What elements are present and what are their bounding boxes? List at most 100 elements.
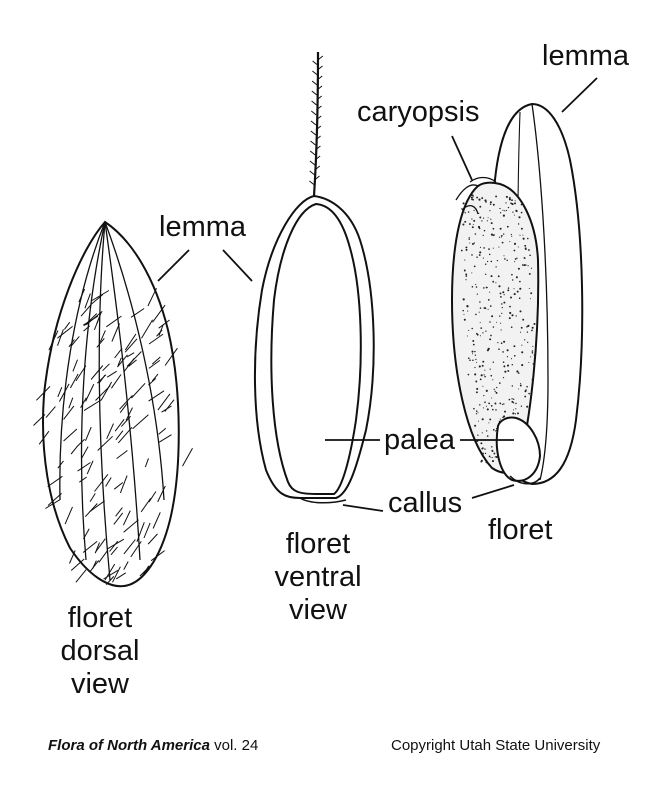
hair-stroke xyxy=(70,336,80,347)
stipple-dot xyxy=(479,307,482,309)
hair-stroke xyxy=(95,538,106,553)
stipple-dot xyxy=(519,331,522,333)
stipple-dot xyxy=(530,298,531,300)
awn-barb xyxy=(311,80,318,86)
hair-stroke xyxy=(79,476,87,483)
stipple-dot xyxy=(520,203,523,206)
stipple-dot xyxy=(501,303,503,305)
awn-barb xyxy=(309,170,316,176)
stipple-dot xyxy=(462,202,465,205)
hair-stroke xyxy=(128,359,137,367)
stipple-dot xyxy=(463,313,465,315)
stipple-dot xyxy=(528,287,530,289)
stipple-dot xyxy=(477,434,479,436)
stipple-dot xyxy=(484,448,486,450)
stipple-dot xyxy=(516,370,519,373)
hair-stroke xyxy=(123,358,135,372)
stipple-dot xyxy=(471,226,474,229)
hair-stroke xyxy=(111,323,120,342)
stipple-dot xyxy=(491,446,493,448)
hair-stroke xyxy=(114,419,125,432)
hair-stroke xyxy=(96,374,107,384)
awn-barb xyxy=(315,125,322,131)
stipple-dot xyxy=(521,264,524,266)
stipple-dot xyxy=(522,318,525,321)
stipple-dot xyxy=(469,242,471,244)
stipple-dot xyxy=(477,446,480,449)
stipple-dot xyxy=(462,210,465,213)
stipple-dot xyxy=(488,253,491,256)
hair-stroke xyxy=(47,475,63,488)
hair-stroke xyxy=(123,539,136,555)
hair-stroke xyxy=(141,319,154,339)
stipple-dot xyxy=(506,356,509,358)
stipple-dot xyxy=(499,315,501,317)
stipple-dot xyxy=(506,225,509,228)
stipple-dot xyxy=(478,227,481,230)
stipple-dot xyxy=(515,315,517,317)
stipple-dot xyxy=(483,229,486,232)
stipple-dot xyxy=(505,209,508,212)
stipple-dot xyxy=(495,409,497,411)
hair-stroke xyxy=(132,414,149,430)
stipple-dot xyxy=(491,397,493,399)
hair-stroke xyxy=(85,383,95,402)
stipple-dot xyxy=(474,350,476,353)
stipple-dot xyxy=(513,242,517,245)
awn-barb xyxy=(310,120,317,126)
stipple-dot xyxy=(468,238,470,240)
hair-stroke xyxy=(164,347,178,366)
stipple-dot xyxy=(489,368,491,370)
stipple-dot xyxy=(488,402,490,405)
hair-stroke xyxy=(106,315,122,328)
hair-stroke xyxy=(115,507,123,517)
stipple-dot xyxy=(520,326,523,329)
stipple-dot xyxy=(493,388,495,390)
hair-stroke xyxy=(106,423,114,440)
stipple-dot xyxy=(528,392,530,395)
hair-stroke xyxy=(70,558,85,571)
hair-stroke xyxy=(57,326,73,339)
stipple-dot xyxy=(484,452,487,455)
stipple-dot xyxy=(489,203,492,205)
stipple-dot xyxy=(519,234,521,236)
stipple-dot xyxy=(517,223,520,225)
stipple-dot xyxy=(474,354,477,356)
stipple-dot xyxy=(499,402,502,405)
stipple-dot xyxy=(514,202,516,205)
stipple-dot xyxy=(513,249,516,252)
stipple-dot xyxy=(531,379,533,381)
stipple-dot xyxy=(522,234,524,236)
stipple-dot xyxy=(520,211,523,214)
hair-stroke xyxy=(115,430,124,441)
stipple-dot xyxy=(499,382,501,384)
hair-stroke xyxy=(76,438,85,447)
hair-stroke xyxy=(109,540,119,552)
copyright-notice: Copyright Utah State University xyxy=(391,737,601,754)
stipple-dot xyxy=(482,452,484,455)
stipple-dot xyxy=(505,195,508,198)
awn-barb xyxy=(317,55,324,61)
stipple-dot xyxy=(498,348,500,351)
stipple-dot xyxy=(520,382,522,384)
stipple-dot xyxy=(471,254,473,256)
stipple-dot xyxy=(463,318,466,321)
stipple-dot xyxy=(475,284,477,286)
stipple-dot xyxy=(511,235,513,237)
stipple-dot xyxy=(502,376,505,379)
label-palea: palea xyxy=(384,424,455,456)
stipple-dot xyxy=(509,311,512,315)
stipple-dot xyxy=(492,203,495,206)
stipple-dot xyxy=(477,412,479,414)
hair-stroke xyxy=(33,414,46,426)
hair-stroke xyxy=(117,426,133,444)
stipple-dot xyxy=(499,212,502,214)
hair-stroke xyxy=(69,373,79,389)
stipple-dot xyxy=(507,369,510,372)
stipple-dot xyxy=(531,329,533,332)
stipple-dot xyxy=(515,408,517,410)
stipple-dot xyxy=(508,196,511,199)
caryopsis-stipple xyxy=(460,194,536,464)
hair-stroke xyxy=(95,385,111,401)
stipple-dot xyxy=(480,327,483,329)
